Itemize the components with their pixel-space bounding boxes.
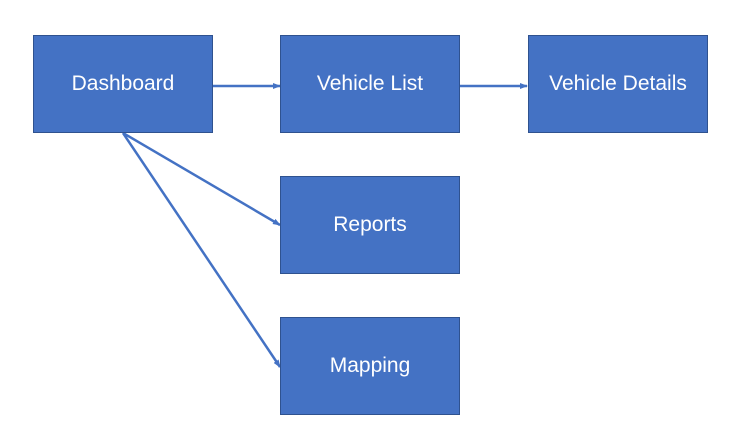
edge-dashboard-to-reports — [122, 131, 281, 227]
node-vehicle-list: Vehicle List — [280, 35, 460, 133]
node-reports: Reports — [280, 176, 460, 274]
node-vehicle-details: Vehicle Details — [528, 35, 708, 133]
node-dashboard: Dashboard — [33, 35, 213, 133]
node-mapping: Mapping — [280, 317, 460, 415]
edge-dashboard-to-mapping — [121, 132, 282, 368]
